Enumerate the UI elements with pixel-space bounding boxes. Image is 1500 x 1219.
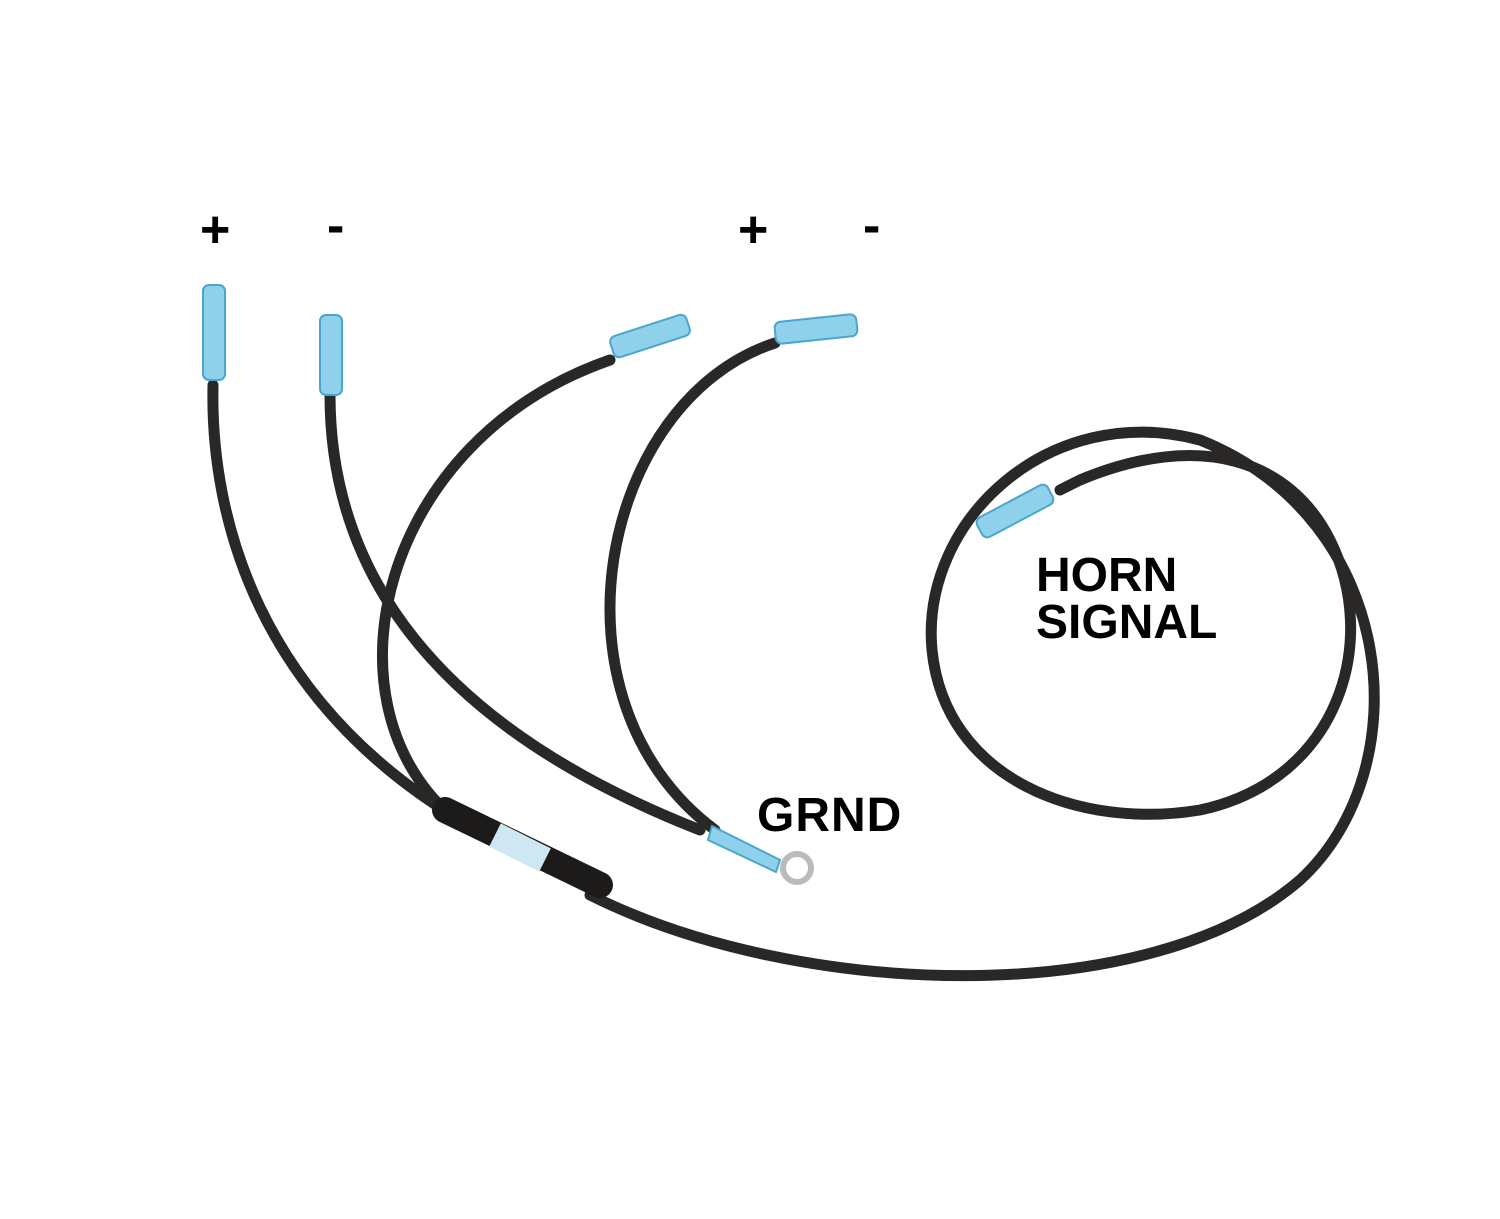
connector-horn-signal [975,483,1055,539]
cable-left-negative [324,389,706,836]
label-horn-line1: HORN [1036,549,1178,602]
ring-terminal-icon [780,851,814,885]
cable-horn-signal [584,426,1380,982]
label-horn-line2: SIGNAL [1036,596,1218,650]
label-right-negative: - [863,197,881,255]
label-horn-signal: HORN SIGNAL [1036,549,1218,650]
connector-right-negative [773,313,859,345]
label-ground: GRND [757,789,903,842]
label-left-positive: + [200,201,231,259]
ground-lug [706,824,782,874]
label-right-positive: + [738,201,769,259]
connector-left-negative [319,314,343,396]
connector-left-positive [202,284,226,381]
cable-right-positive [377,354,616,821]
connector-right-positive [609,313,691,359]
heat-shrink-bundle [432,797,613,898]
cable-left-positive [207,379,526,856]
label-left-negative: - [327,197,345,255]
cable-right-negative [604,337,781,836]
connectors [202,284,1055,874]
